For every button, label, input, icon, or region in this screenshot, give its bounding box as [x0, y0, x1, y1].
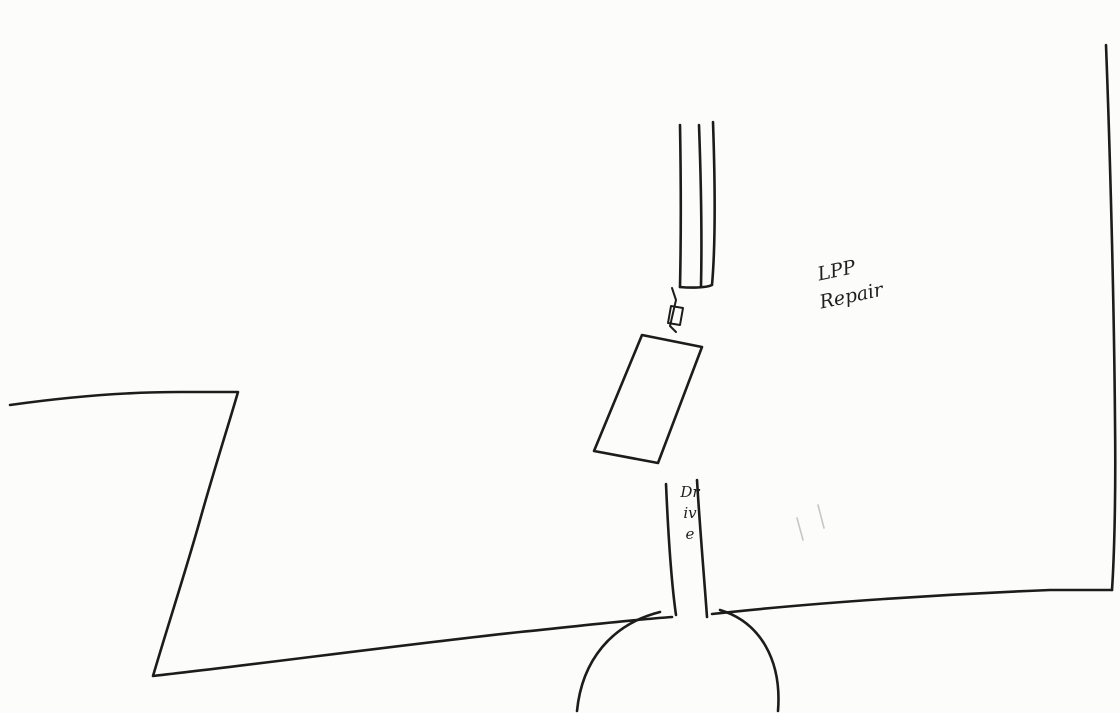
bottom-bulb [575, 608, 780, 713]
tilted-tool-body [592, 333, 704, 465]
right-edge-line [1104, 43, 1117, 592]
pipe-label: Drive [680, 483, 700, 543]
rod-outer-left [678, 123, 683, 289]
connector-joint [667, 287, 684, 333]
faint-pencil-marks [796, 504, 825, 541]
right-ground-outline [710, 588, 1114, 616]
left-ground-outline [8, 390, 674, 678]
rod-inner [697, 123, 703, 288]
drive-pipe-right-wall [695, 478, 709, 619]
rod-outer-right [678, 120, 717, 289]
drive-pipe-left-wall [664, 482, 678, 617]
